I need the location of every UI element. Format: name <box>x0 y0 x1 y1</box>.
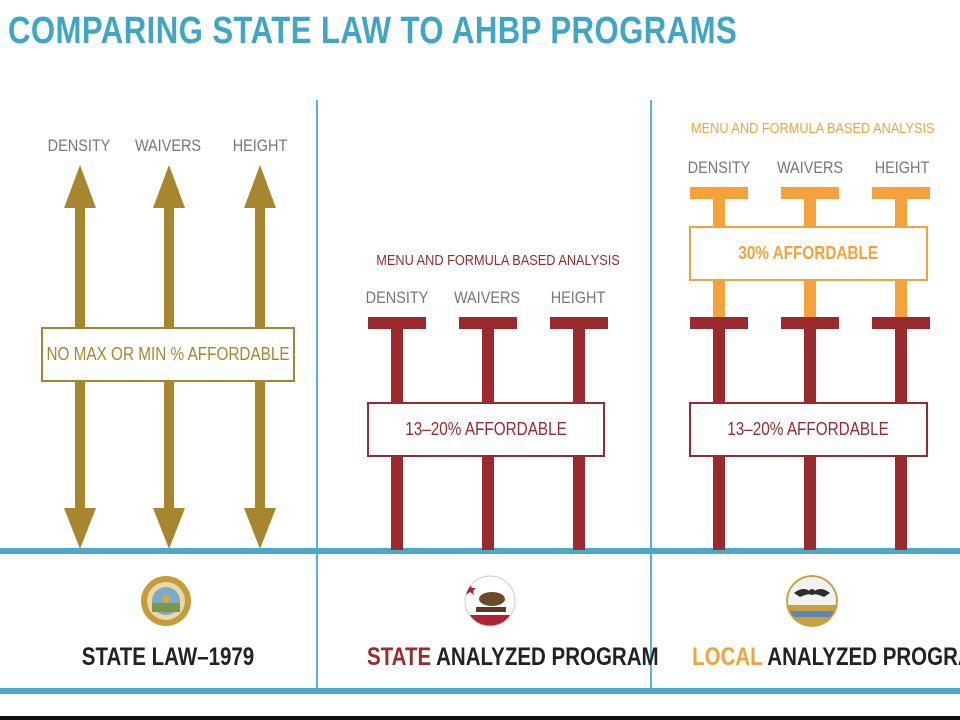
local-13-20-affordable-box: 13–20% AFFORDABLE <box>689 402 928 457</box>
local-30-affordable-box: 30% AFFORDABLE <box>689 226 928 281</box>
waivers-label: WAIVERS <box>453 288 521 307</box>
height-label: HEIGHT <box>874 158 930 177</box>
state-menu-label: MENU AND FORMULA BASED ANALYSIS <box>376 252 620 269</box>
state-law-footer: STATE LAW–1979 <box>81 643 255 671</box>
los-angeles-seal-icon <box>786 575 838 627</box>
height-label: HEIGHT <box>550 288 606 307</box>
page-title: COMPARING STATE LAW TO AHBP PROGRAMS <box>8 10 738 52</box>
density-label: DENSITY <box>365 288 429 307</box>
local-30-affordable-text: 30% AFFORDABLE <box>738 243 879 263</box>
no-max-min-affordable-text: NO MAX OR MIN % AFFORDABLE <box>46 344 290 364</box>
no-max-min-affordable-box: NO MAX OR MIN % AFFORDABLE <box>41 327 295 382</box>
slide-bottom-edge <box>0 716 960 720</box>
local-menu-label: MENU AND FORMULA BASED ANALYSIS <box>691 120 935 137</box>
column-divider-2 <box>650 100 652 690</box>
local-footer-rest: ANALYZED PROGRAM <box>767 643 960 671</box>
state-affordable-box: 13–20% AFFORDABLE <box>367 402 605 457</box>
waivers-label: WAIVERS <box>776 158 844 177</box>
waivers-label: WAIVERS <box>134 136 202 155</box>
state-program-footer: STATE ANALYZED PROGRAM <box>367 643 659 672</box>
local-footer-highlight: LOCAL <box>692 643 763 671</box>
great-seal-of-california-icon <box>141 576 191 626</box>
double-arrows <box>64 165 276 549</box>
local-program-footer: LOCAL ANALYZED PROGRAM <box>692 643 960 672</box>
state-footer-rest: ANALYZED PROGRAM <box>431 643 659 671</box>
california-republic-flag-icon <box>464 575 516 627</box>
footer-rule <box>0 688 960 694</box>
state-footer-highlight: STATE <box>367 643 432 671</box>
state-affordable-text: 13–20% AFFORDABLE <box>405 419 567 439</box>
local-13-20-affordable-text: 13–20% AFFORDABLE <box>727 419 890 439</box>
density-label: DENSITY <box>47 136 111 155</box>
height-label: HEIGHT <box>232 136 288 155</box>
baseline-rule <box>0 548 960 554</box>
density-label: DENSITY <box>687 158 751 177</box>
column-divider-1 <box>316 100 318 690</box>
